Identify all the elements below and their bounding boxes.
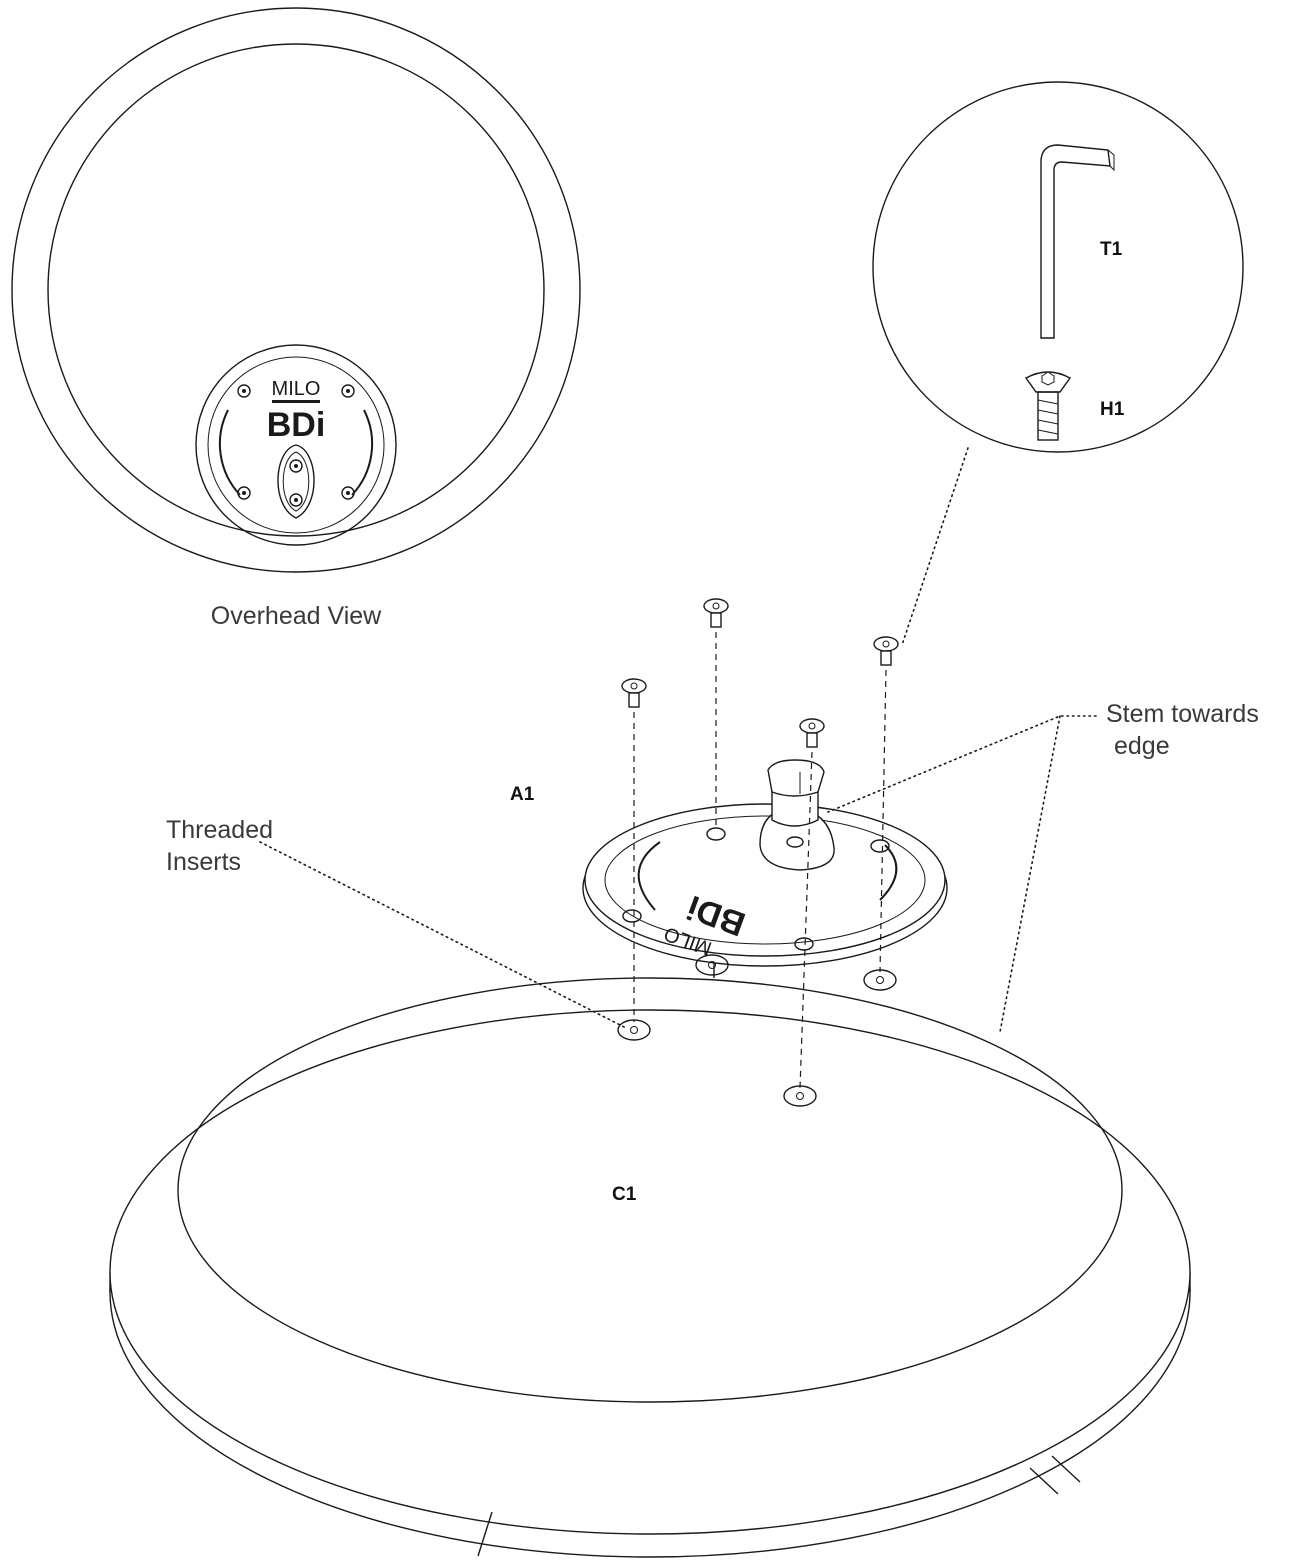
screw-icon bbox=[1024, 371, 1072, 441]
threaded-inserts-leader bbox=[259, 841, 627, 1029]
screw-4 bbox=[873, 636, 899, 666]
base-plate-a1: BDi MILO bbox=[582, 759, 948, 967]
label-overhead-view: Overhead View bbox=[211, 602, 382, 630]
threaded-insert-3 bbox=[863, 969, 897, 991]
overhead-logo-milo: MILO bbox=[272, 378, 321, 400]
label-threaded-inserts-1: Threaded bbox=[166, 816, 273, 844]
callout-leader-line bbox=[901, 447, 969, 646]
overhead-view-illustration: MILO BDi bbox=[11, 7, 581, 573]
plate-stem bbox=[759, 759, 835, 871]
allen-key-icon bbox=[1040, 144, 1115, 339]
label-stem-towards-1: Stem towards bbox=[1106, 700, 1259, 728]
label-threaded-inserts-2: Inserts bbox=[166, 848, 241, 876]
screw-3 bbox=[799, 718, 825, 748]
label-part-h1: H1 bbox=[1100, 399, 1125, 420]
label-stem-towards-2: edge bbox=[1114, 732, 1170, 760]
hardware-callout: T1 H1 bbox=[872, 81, 1244, 453]
stem-leader-to-stem bbox=[827, 715, 1097, 813]
label-part-t1: T1 bbox=[1100, 239, 1123, 260]
screw-2 bbox=[703, 598, 729, 628]
stem-leader-to-edge bbox=[999, 715, 1061, 1033]
overhead-logo-bdi: BDi bbox=[267, 406, 326, 444]
label-part-c1: C1 bbox=[612, 1184, 637, 1205]
screw-1 bbox=[621, 678, 647, 708]
label-part-a1: A1 bbox=[510, 784, 535, 805]
screws-assembly bbox=[621, 598, 899, 1089]
overhead-base-plate: MILO BDi bbox=[195, 344, 397, 546]
table-top-c1 bbox=[109, 977, 1191, 1558]
